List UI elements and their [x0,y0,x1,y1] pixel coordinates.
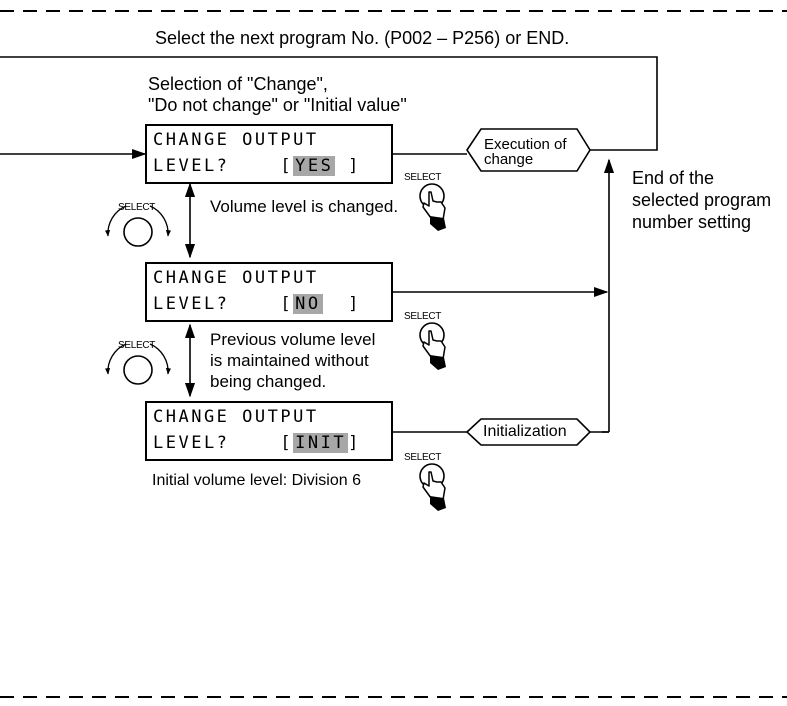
end-note-line2: selected program [632,190,772,210]
lcd-bracket: [ [280,294,294,314]
lcd-prompt: LEVEL? [153,156,230,176]
lcd-prompt: LEVEL? [153,433,230,453]
initialization-label: Initialization [483,423,567,440]
lcd-line2: LEVEL? [YES ] [153,155,361,177]
knob-label: SELECT [118,202,156,213]
lcd-line2: LEVEL? [NO ] [153,293,361,315]
end-note-line1: End of the [632,168,715,188]
lcd-screen-yes: CHANGE OUTPUT LEVEL? [YES ] [145,124,393,184]
select-button-hand-icon [419,183,447,232]
lcd-screen-no: CHANGE OUTPUT LEVEL? [NO ] [145,262,393,322]
end-note-line3: number setting [632,212,752,232]
select-knob-icon [104,205,172,247]
lcd-option-init: INIT [293,433,349,453]
volume-changed-note: Volume level is changed. [210,197,399,216]
lcd-screen-init: CHANGE OUTPUT LEVEL? [INIT] [145,401,393,461]
select-button-hand-icon [419,463,447,512]
select-button-hand-icon [419,322,447,371]
button-label: SELECT [404,452,442,463]
execution-label-line2: change [484,151,534,168]
lcd-line1: CHANGE OUTPUT [153,130,319,150]
lcd-bracket: ] [348,433,361,453]
execution-label-line1: Execution of [484,136,567,153]
lcd-bracket: [ [280,433,294,453]
previous-level-note-line1: Previous volume level [210,330,376,349]
lcd-bracket: ] [348,294,361,314]
button-label: SELECT [404,172,442,183]
lcd-bracket: ] [348,156,361,176]
button-label: SELECT [404,311,442,322]
select-knob-icon [104,343,172,385]
knob-label: SELECT [118,340,156,351]
next-program-caption: Select the next program No. (P002 – P256… [155,28,570,48]
initial-level-note: Initial volume level: Division 6 [152,472,361,489]
lcd-option-no: NO [293,294,323,314]
lcd-option-yes: YES [293,156,336,176]
previous-level-note-line3: being changed. [210,372,327,391]
lcd-line1: CHANGE OUTPUT [153,407,319,427]
lcd-prompt: LEVEL? [153,294,230,314]
lcd-line2: LEVEL? [INIT] [153,432,361,454]
lcd-bracket: [ [280,156,294,176]
selection-note-line2: "Do not change" or "Initial value" [148,95,407,115]
lcd-line1: CHANGE OUTPUT [153,268,319,288]
loop-line-next-program [0,56,658,151]
selection-note-line1: Selection of "Change", [148,74,328,94]
execution-hexagon [466,128,591,172]
previous-level-note-line2: is maintained without [210,351,369,370]
